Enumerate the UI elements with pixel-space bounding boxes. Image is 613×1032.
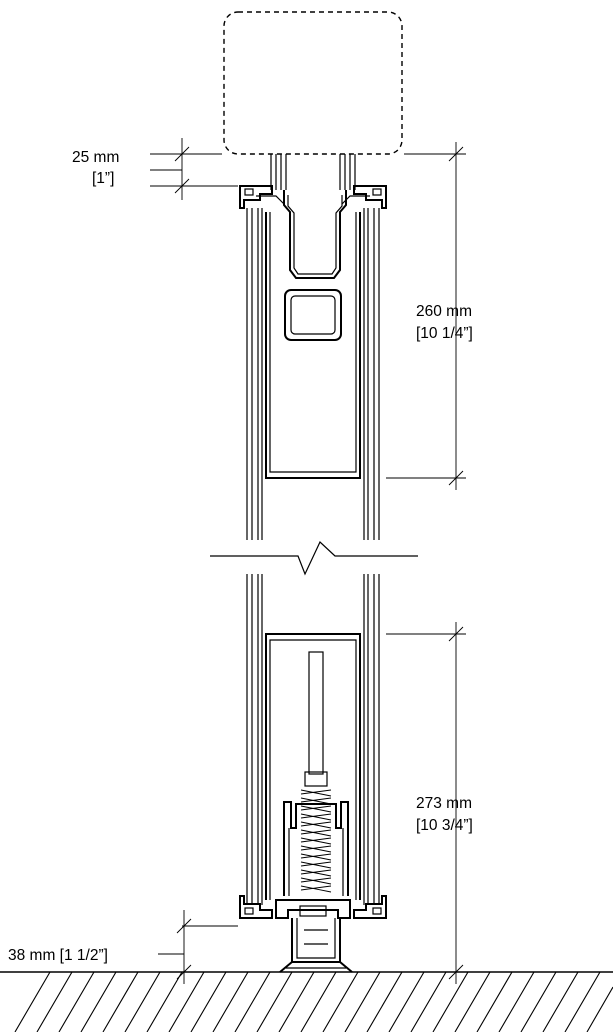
panel-upper	[246, 208, 380, 540]
dimension-upper-section: 260 mm [10 1/4”]	[386, 142, 473, 490]
top-rail	[239, 185, 387, 209]
dimension-lower-section: 273 mm [10 3/4”]	[386, 622, 473, 984]
top-track	[270, 154, 356, 279]
break-line	[210, 540, 418, 576]
upper-section-metric: 260 mm	[416, 303, 472, 320]
lower-section-imperial: [10 3/4”]	[416, 817, 473, 834]
dimension-top-gap: 25 mm [1”]	[72, 138, 238, 200]
guide-block	[284, 289, 342, 341]
dimension-bottom-gap: 38 mm [1 1/2”]	[8, 910, 238, 984]
top-gap-metric: 25 mm	[72, 149, 119, 166]
panel-lower	[246, 574, 380, 905]
top-gap-imperial: [1”]	[92, 170, 114, 187]
bottom-gap-label: 38 mm [1 1/2”]	[8, 947, 108, 964]
floor	[0, 971, 613, 1032]
bottom-rail	[239, 895, 387, 973]
spring-assembly	[283, 651, 349, 896]
upper-section-imperial: [10 1/4”]	[416, 325, 473, 342]
overhead-structure-dashed	[223, 11, 403, 155]
lower-section-metric: 273 mm	[416, 795, 472, 812]
